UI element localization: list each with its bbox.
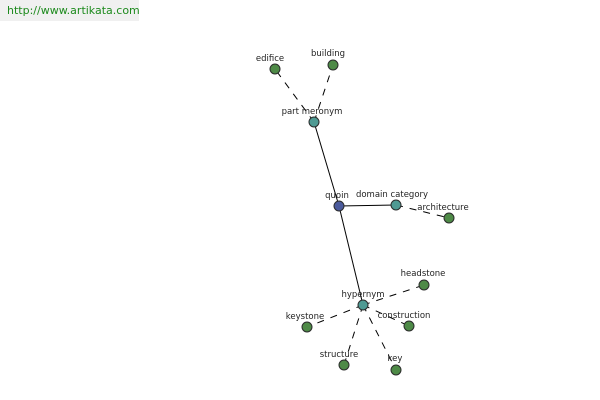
node-label-key[interactable]: key: [388, 354, 403, 364]
edge-quoin-part-meronym: [313, 121, 340, 207]
node-hypernym[interactable]: [357, 299, 369, 311]
graph-edges: [274, 64, 450, 371]
node-label-hypernym[interactable]: hypernym: [341, 290, 384, 300]
graph-labels: quoin part meronym domain category hypernym…: [256, 49, 469, 364]
node-headstone[interactable]: [418, 279, 430, 291]
node-keystone[interactable]: [301, 321, 313, 333]
node-label-structure[interactable]: structure: [320, 350, 359, 360]
edge-hypernym-key: [362, 304, 397, 371]
node-quoin[interactable]: [333, 200, 345, 212]
node-architecture[interactable]: [443, 212, 455, 224]
node-domain-category[interactable]: [390, 199, 402, 211]
edge-domain-category-architecture: [395, 204, 450, 219]
edge-part-meronym-building: [313, 64, 334, 123]
node-construction[interactable]: [403, 320, 415, 332]
edge-quoin-hypernym: [338, 205, 364, 306]
site-link[interactable]: http://www.artikata.com: [0, 0, 140, 21]
node-label-edifice[interactable]: edifice: [256, 54, 284, 64]
node-building[interactable]: [327, 59, 339, 71]
node-label-building[interactable]: building: [311, 49, 345, 59]
node-label-keystone[interactable]: keystone: [286, 312, 324, 322]
node-label-construction[interactable]: construction: [378, 311, 431, 321]
node-label-headstone[interactable]: headstone: [401, 269, 446, 279]
node-part-meronym[interactable]: [308, 116, 320, 128]
node-key[interactable]: [390, 364, 402, 376]
edge-hypernym-structure: [343, 304, 364, 366]
edge-hypernym-headstone: [362, 284, 425, 306]
edge-part-meronym-edifice: [274, 68, 315, 123]
edge-hypernym-construction: [362, 304, 410, 327]
edge-quoin-domain-category: [338, 204, 397, 207]
node-structure[interactable]: [338, 359, 350, 371]
edge-hypernym-keystone: [306, 304, 364, 328]
node-label-domain-category[interactable]: domain category: [356, 190, 428, 200]
node-label-architecture[interactable]: architecture: [417, 203, 468, 213]
graph-nodes: [269, 59, 455, 376]
node-edifice[interactable]: [269, 63, 281, 75]
node-label-quoin[interactable]: quoin: [325, 191, 349, 201]
node-label-part-meronym[interactable]: part meronym: [282, 107, 343, 117]
